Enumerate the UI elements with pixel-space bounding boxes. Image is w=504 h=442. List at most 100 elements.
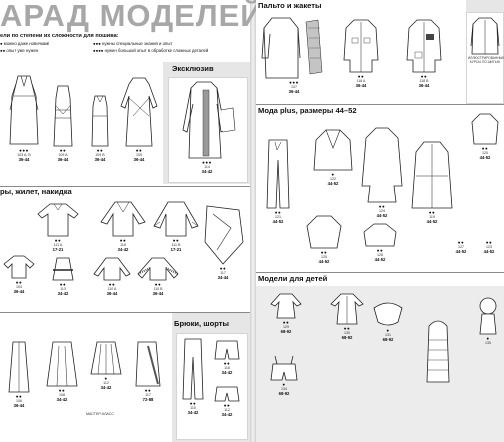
top-sketch: [52, 257, 74, 281]
difficulty-dots: ●●: [172, 238, 180, 243]
difficulty-dots: ●●: [59, 282, 67, 287]
size-range: 44-52: [318, 259, 330, 264]
section-title-coats: Пальто и жакеты: [258, 1, 322, 10]
divider: [256, 104, 504, 105]
difficulty-dots: ●●●: [289, 80, 299, 85]
pants-121[interactable]: ●● 121 44-52: [264, 138, 292, 224]
model-number: 119: [429, 215, 435, 219]
model-number: 127: [458, 245, 464, 249]
kids-131[interactable]: ● 131 68-92: [366, 298, 410, 342]
difficulty-dots: ●●: [282, 320, 290, 325]
kids-135[interactable]: ● 135: [474, 296, 502, 345]
difficulty-dots: ●●: [54, 238, 62, 243]
jacket-sketch: [406, 19, 442, 73]
coat-114[interactable]: ●●● 114 34-42: [172, 80, 242, 174]
section-title-kids: Модели для детей: [258, 274, 328, 283]
size-range: 44-52: [479, 155, 491, 160]
pants-sketch: [266, 139, 290, 209]
model-number: 117: [145, 393, 151, 397]
model-number: 112: [103, 381, 109, 385]
kids-134[interactable]: ● 134 68-92: [264, 354, 304, 396]
difficulty-dots: ●●: [219, 266, 227, 271]
model-number: 134: [281, 387, 287, 391]
dress-124[interactable]: ●● 124 44-52: [358, 126, 406, 218]
section-title-plus: Мода plus, размеры 44–52: [258, 106, 357, 115]
model-number: 111 A: [53, 243, 63, 247]
size-range: 36-44: [355, 83, 367, 88]
model-number: 107: [291, 85, 297, 89]
skirt-sketch: [46, 341, 78, 387]
pants-115[interactable]: ●● 115 34-42: [178, 337, 208, 415]
size-range: 36-44: [13, 403, 25, 408]
coat-107[interactable]: ●●● 107 36-44: [258, 14, 330, 94]
difficulty-dots: ●●: [223, 361, 231, 366]
jacket-118a[interactable]: ●● 118 A 36-44: [340, 18, 382, 88]
jacket-118b[interactable]: ●● 118 B 36-44: [402, 18, 446, 88]
skirt-108[interactable]: ●● 108 34-42: [44, 340, 80, 402]
difficulty-dots: ●●: [376, 248, 384, 253]
coat-119[interactable]: ●● 119 44-52: [408, 140, 456, 224]
kids-130[interactable]: ●● 130 68-92: [326, 292, 368, 340]
top-104[interactable]: ●● 104 36-44: [0, 254, 38, 294]
model-number: 130: [344, 331, 350, 335]
skirt-112[interactable]: ● 112 34-42: [88, 340, 124, 390]
blouse-125[interactable]: ●● 125 44-52: [304, 214, 344, 264]
skirt-117[interactable]: ●● 117 72-88: [130, 340, 166, 402]
kids-shorts-sketch: [270, 355, 298, 381]
blouse-sketch: [37, 203, 79, 237]
item-127[interactable]: ●● 127 44-52: [448, 240, 474, 254]
model-number: 114: [204, 165, 210, 169]
difficulty-dots: ●●: [420, 74, 428, 79]
difficulty-dots: ●●: [189, 401, 197, 406]
dress-109b[interactable]: ●● 109 B 36-44: [84, 94, 116, 162]
size-range: 68-92: [278, 391, 290, 396]
blouse-sketch: [3, 255, 35, 279]
size-range: 44-52: [327, 181, 339, 186]
difficulty-dots: ●●: [457, 240, 465, 245]
skirt-sketch: [8, 341, 30, 393]
model-number: 109 A: [58, 153, 68, 157]
top-110a[interactable]: ●● 110 A 36-44: [90, 256, 134, 296]
dress-103[interactable]: ●●● 103 A, B 36-44: [4, 74, 44, 162]
size-range: 34-42: [57, 291, 69, 296]
cape-117[interactable]: ●● 117 34-44: [198, 202, 248, 280]
kids-129[interactable]: ●● 129 68-92: [266, 292, 306, 334]
top-113[interactable]: ●● 113 34-42: [44, 256, 82, 296]
skirt-106[interactable]: ●● 106 36-44: [4, 340, 34, 408]
difficulty-dots: ●●: [119, 238, 127, 243]
dress-109a[interactable]: ●● 109 A 36-44: [47, 84, 79, 162]
top-126[interactable]: ●● 126 44-52: [360, 222, 400, 262]
size-range: 36-44: [13, 289, 25, 294]
model-number: 124: [379, 209, 385, 213]
jacket-122[interactable]: ● 122 44-52: [310, 128, 356, 186]
difficulty-subtitle: ели по степени их сложности для пошива:: [0, 33, 119, 39]
item-123[interactable]: ●● 123 44-52: [476, 240, 502, 254]
kids-sleeping-bag[interactable]: [420, 316, 456, 386]
model-number: 118 B: [419, 79, 429, 83]
top-110b[interactable]: ●● 110 B 36-44: [134, 256, 182, 296]
top-111a[interactable]: ●● 111 A 17-21: [30, 202, 86, 252]
dress-105[interactable]: ●● 105 36-44: [117, 76, 161, 162]
difficulty-dots: ●●: [59, 148, 67, 153]
difficulty-dots: ●●●: [19, 148, 29, 153]
model-number: 126: [377, 253, 383, 257]
top-120[interactable]: ●● 120 44-52: [468, 112, 502, 160]
size-range: 44-52: [483, 249, 495, 254]
difficulty-dots: ●: [104, 376, 108, 381]
page-gutter: [250, 0, 256, 442]
model-number: 105: [136, 153, 142, 157]
jacket-102[interactable]: ИЛЛЮСТРИРОВАННЫЕ КУРСЫ ПО ШИТЬЮ: [468, 16, 504, 64]
top-111b[interactable]: ●● 111 B 17-21: [150, 200, 202, 252]
top-116[interactable]: ●● 116 34-42: [96, 200, 150, 252]
model-number: 106: [16, 399, 22, 403]
difficulty-dots: ●●: [343, 326, 351, 331]
shorts-112[interactable]: ●● 112 34-42: [212, 385, 242, 417]
blouse-sketch: [100, 201, 146, 237]
shorts-118[interactable]: ●● 118 34-42: [212, 339, 242, 375]
size-range: 34-44: [217, 275, 229, 280]
legend-level-3: ●●● нужны специальные знания и опыт: [93, 41, 173, 46]
dress-sketch: [9, 75, 39, 145]
shorts-sketch: [214, 386, 240, 402]
kids-accessory-sketch: [373, 302, 403, 326]
blouse-sketch: [93, 257, 131, 281]
